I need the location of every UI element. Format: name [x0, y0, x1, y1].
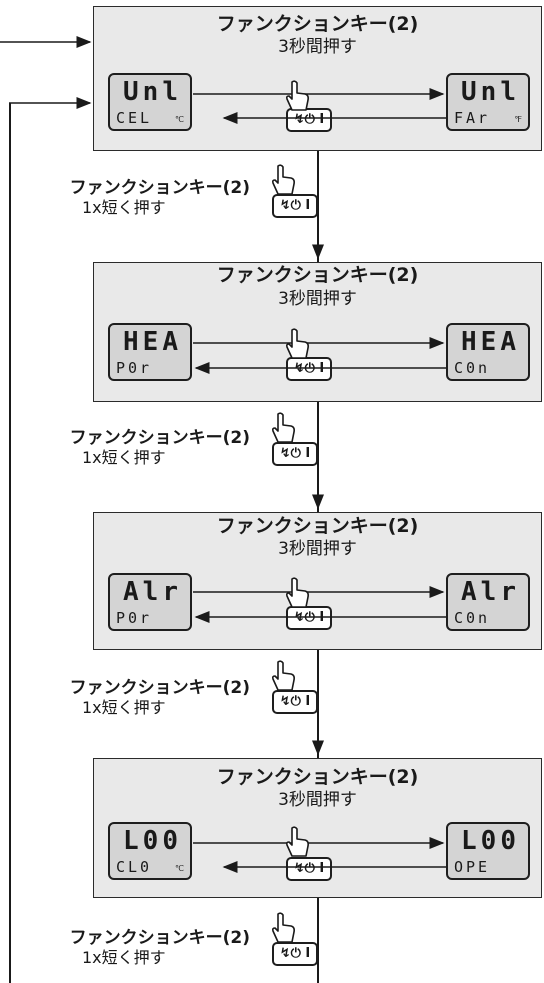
stage-3-title: ファンクションキー(2): [216, 515, 419, 537]
lcd-bottom-text: CL0: [116, 858, 153, 876]
lcd-top-text: L00: [461, 826, 520, 856]
lcd-bottom-text: C0n: [454, 359, 491, 377]
stage-4-hand-icon: [285, 826, 310, 857]
stage-4-key-button[interactable]: ↯⏻ I: [286, 857, 332, 881]
stage-4-title: ファンクションキー(2): [216, 766, 419, 788]
stage-3-lcd-right: Alr C0n: [446, 573, 530, 631]
step-3-key-button[interactable]: ↯⏻ I: [272, 690, 318, 714]
stage-1-key-button[interactable]: ↯⏻ I: [286, 108, 332, 132]
stage-4-lcd-right: L00 OPE: [446, 822, 530, 880]
flow-line-4: [317, 897, 319, 983]
step-4-key-label: ファンクションキー(2): [69, 928, 250, 948]
step-2-key-button[interactable]: ↯⏻ I: [272, 442, 318, 466]
stage-1-hold: 3秒間押す: [278, 37, 357, 57]
lcd-top-text: L00: [123, 826, 182, 856]
stage-3-hold: 3秒間押す: [278, 539, 357, 559]
lcd-top-text: Alr: [123, 577, 182, 607]
lcd-top-text: Alr: [461, 577, 520, 607]
stage-2-title: ファンクションキー(2): [216, 264, 419, 286]
step-2-hand-icon: [271, 412, 296, 443]
stage-1-lcd-left: Unl CEL ℃: [108, 73, 192, 131]
lcd-top-text: Unl: [123, 77, 182, 107]
stage-1-title: ファンクションキー(2): [216, 13, 419, 35]
stage-2-lcd-right: HEA C0n: [446, 323, 530, 381]
step-3-key-label: ファンクションキー(2): [69, 678, 250, 698]
step-4-short-press: 1x短く押す: [82, 948, 166, 967]
unit-celsius: ℃: [175, 115, 184, 124]
stage-2-key-button[interactable]: ↯⏻ I: [286, 357, 332, 381]
stage-3-lcd-left: Alr P0r: [108, 573, 192, 631]
step-3-text: ファンクションキー(2) 1x短く押す: [0, 678, 250, 718]
lcd-top-text: Unl: [461, 77, 520, 107]
lcd-top-text: HEA: [123, 327, 182, 357]
stage-2-hold: 3秒間押す: [278, 289, 357, 309]
step-3-short-press: 1x短く押す: [82, 698, 166, 717]
lcd-bottom-text: CEL: [116, 109, 153, 127]
stage-1-hand-icon: [285, 80, 310, 111]
stage-4-lcd-left: L00 CL0 ℃: [108, 822, 192, 880]
step-4-key-button[interactable]: ↯⏻ I: [272, 942, 318, 966]
step-2-key-label: ファンクションキー(2): [69, 428, 250, 448]
step-4-text: ファンクションキー(2) 1x短く押す: [0, 928, 250, 968]
lcd-bottom-text: P0r: [116, 609, 153, 627]
step-1-hand-icon: [271, 164, 296, 195]
step-2-text: ファンクションキー(2) 1x短く押す: [0, 428, 250, 468]
lcd-top-text: HEA: [461, 327, 520, 357]
lcd-bottom-text: C0n: [454, 609, 491, 627]
step-1-key-label: ファンクションキー(2): [69, 178, 250, 198]
step-1-text: ファンクションキー(2) 1x短く押す: [0, 178, 250, 218]
stage-1-lcd-right: Unl FAr ℉: [446, 73, 530, 131]
step-1-key-button[interactable]: ↯⏻ I: [272, 194, 318, 218]
lcd-bottom-text: OPE: [454, 858, 491, 876]
lcd-bottom-text: P0r: [116, 359, 153, 377]
unit-celsius: ℃: [175, 864, 184, 873]
lcd-bottom-text: FAr: [454, 109, 491, 127]
return-line: [9, 103, 11, 983]
step-1-short-press: 1x短く押す: [82, 198, 166, 217]
stage-4-hold: 3秒間押す: [278, 790, 357, 810]
step-3-hand-icon: [271, 660, 296, 691]
stage-2-lcd-left: HEA P0r: [108, 323, 192, 381]
step-2-short-press: 1x短く押す: [82, 448, 166, 467]
step-4-hand-icon: [271, 912, 296, 943]
unit-fahrenheit: ℉: [514, 115, 522, 124]
